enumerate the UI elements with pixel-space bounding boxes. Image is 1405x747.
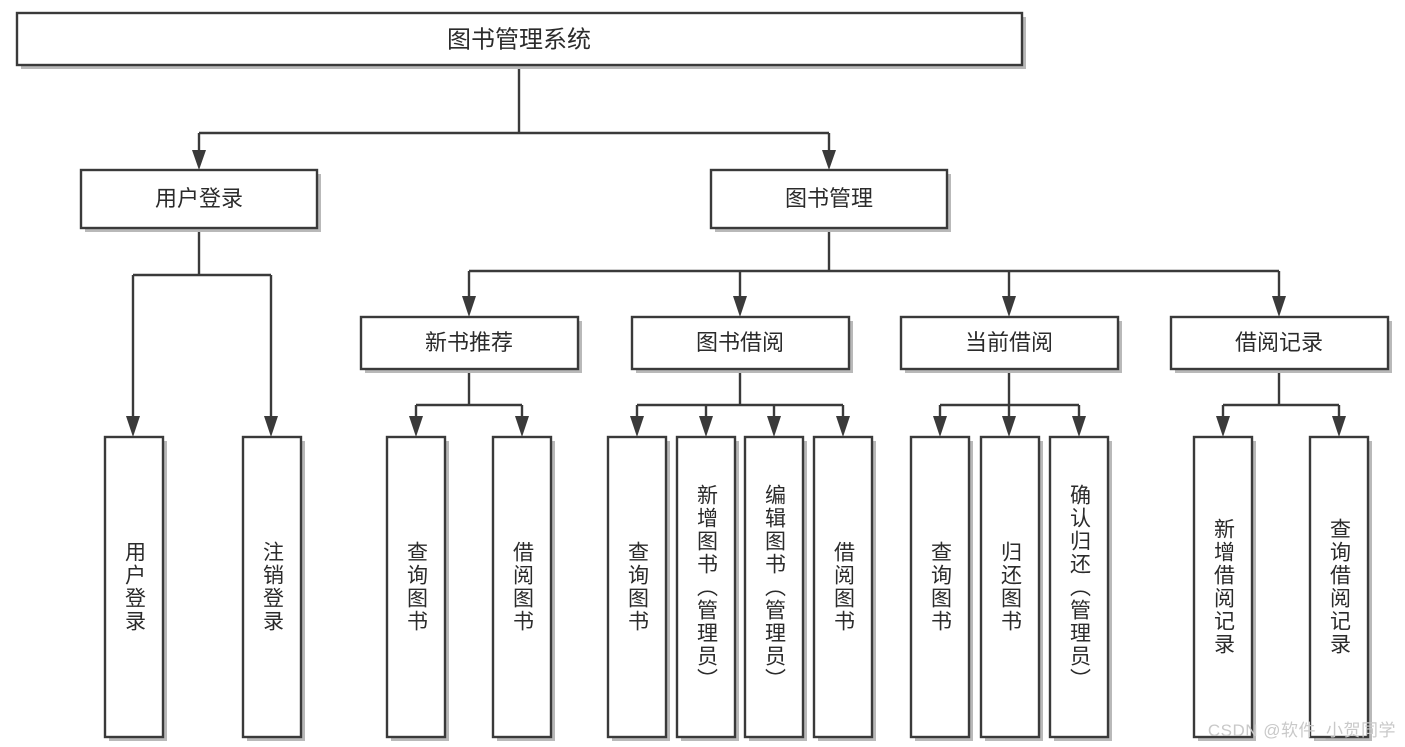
arrowhead-leaf-10 xyxy=(1002,416,1016,437)
arrowhead-leaf-8 xyxy=(836,416,850,437)
arrowhead-book-mgmt xyxy=(822,150,836,170)
node-new-book-rec-label: 新书推荐 xyxy=(425,330,513,355)
node-borrow-record-label: 借阅记录 xyxy=(1235,330,1323,355)
arrowhead-book-borrow xyxy=(733,296,747,317)
node-book-mgmt-label: 图书管理 xyxy=(785,186,873,211)
node-leaf-11-box[interactable] xyxy=(1048,435,1110,739)
arrowhead-leaf-4 xyxy=(515,416,529,437)
node-user-login-label: 用户登录 xyxy=(155,186,243,211)
connector-layer xyxy=(126,65,1346,437)
arrowhead-leaf-2 xyxy=(264,416,278,437)
node-book-mgmt[interactable]: 图书管理 xyxy=(709,168,951,232)
node-leaf-9-box[interactable] xyxy=(909,435,971,739)
node-book-borrow[interactable]: 图书借阅 xyxy=(630,315,853,373)
node-user-login[interactable]: 用户登录 xyxy=(79,168,321,232)
node-book-borrow-box[interactable] xyxy=(630,315,851,371)
arrowhead-new-book-rec xyxy=(462,296,476,317)
node-user-login-box[interactable] xyxy=(79,168,319,230)
node-leaf-1-box[interactable] xyxy=(103,435,165,739)
node-root[interactable]: 图书管理系统 xyxy=(15,11,1026,69)
arrowhead-current-borrow xyxy=(1002,296,1016,317)
node-leaf-8-box[interactable] xyxy=(812,435,874,739)
node-borrow-record-box[interactable] xyxy=(1169,315,1390,371)
node-root-label: 图书管理系统 xyxy=(447,26,591,53)
arrowhead-leaf-6 xyxy=(699,416,713,437)
watermark-text: CSDN @软件_小贺同学 xyxy=(1207,721,1396,740)
node-leaf-4-box[interactable] xyxy=(491,435,553,739)
node-root-box[interactable] xyxy=(15,11,1024,67)
node-borrow-record[interactable]: 借阅记录 xyxy=(1169,315,1392,373)
node-leaf-5-box[interactable] xyxy=(606,435,668,739)
node-leaf-6-box[interactable] xyxy=(675,435,737,739)
arrowhead-user-login xyxy=(192,150,206,170)
node-new-book-rec[interactable]: 新书推荐 xyxy=(359,315,582,373)
node-leaf-2-box[interactable] xyxy=(241,435,303,739)
node-current-borrow-label: 当前借阅 xyxy=(965,330,1053,355)
node-current-borrow[interactable]: 当前借阅 xyxy=(899,315,1122,373)
leaf-box-layer xyxy=(103,435,1372,741)
node-leaf-13-box[interactable] xyxy=(1308,435,1370,739)
arrowhead-borrow-record xyxy=(1272,296,1286,317)
arrowhead-leaf-13 xyxy=(1332,416,1346,437)
node-book-mgmt-box[interactable] xyxy=(709,168,949,230)
node-current-borrow-box[interactable] xyxy=(899,315,1120,371)
arrowhead-leaf-9 xyxy=(933,416,947,437)
arrowhead-leaf-12 xyxy=(1216,416,1230,437)
node-leaf-12-box[interactable] xyxy=(1192,435,1254,739)
arrowhead-leaf-7 xyxy=(767,416,781,437)
arrowhead-leaf-11 xyxy=(1072,416,1086,437)
node-leaf-10-box[interactable] xyxy=(979,435,1041,739)
node-leaf-3-box[interactable] xyxy=(385,435,447,739)
node-new-book-rec-box[interactable] xyxy=(359,315,580,371)
arrowhead-leaf-5 xyxy=(630,416,644,437)
node-book-borrow-label: 图书借阅 xyxy=(696,330,784,355)
node-leaf-7-box[interactable] xyxy=(743,435,805,739)
arrowhead-leaf-1 xyxy=(126,416,140,437)
arrowhead-leaf-3 xyxy=(409,416,423,437)
